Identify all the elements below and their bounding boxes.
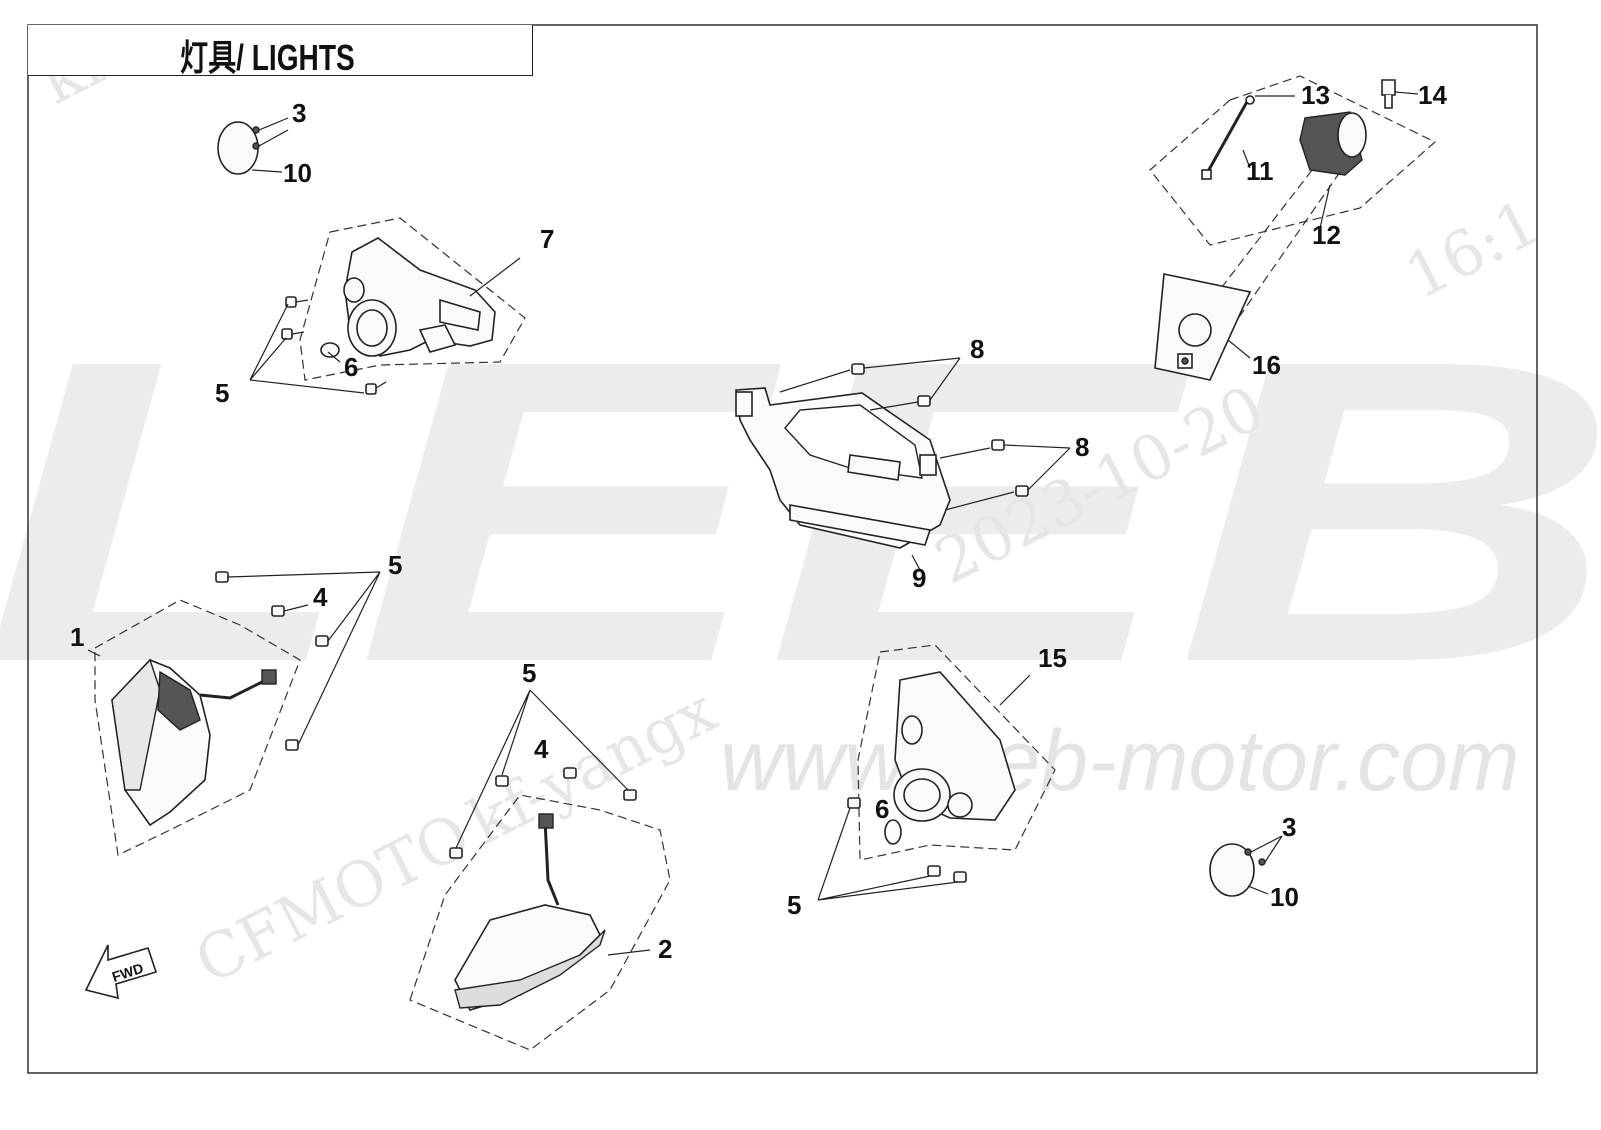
screw	[991, 439, 1005, 451]
callout-labels: 3 10 7 6 5 13 14 11 12 16 8 8 9 5 4 1 5 …	[70, 80, 1447, 964]
watermark-website: www.leeb-motor.com	[720, 713, 1520, 809]
callout-10-top: 10	[283, 158, 312, 188]
title-box: 灯具/ LIGHTS	[28, 25, 533, 78]
screw	[847, 797, 861, 809]
screw	[851, 363, 865, 375]
screw	[285, 739, 299, 751]
screw	[285, 296, 309, 308]
screw	[449, 847, 463, 859]
callout-15: 15	[1038, 643, 1067, 673]
callout-5-turn-left: 5	[388, 550, 402, 580]
screw	[315, 635, 329, 647]
callout-5-turn-right: 5	[522, 658, 536, 688]
forward-direction-arrow: FWD	[84, 944, 158, 1000]
callout-8-top: 8	[970, 334, 984, 364]
bracket-9	[735, 357, 1071, 571]
callout-5-headlight: 5	[215, 378, 229, 408]
screw	[1015, 485, 1029, 497]
fwd-arrow-shape	[84, 944, 158, 1000]
callout-11: 11	[1246, 156, 1274, 186]
reflector-top-left	[217, 117, 289, 175]
callout-14: 14	[1418, 80, 1447, 110]
callout-6-headlight: 6	[344, 352, 358, 382]
screw	[953, 871, 967, 883]
screw	[365, 381, 387, 395]
callout-8-right: 8	[1075, 432, 1089, 462]
watermark-maker: CFMOTO	[184, 799, 482, 999]
callout-5-taillight: 5	[787, 890, 801, 920]
callout-4-turn-right: 4	[534, 734, 549, 764]
diagram-title: 灯具/ LIGHTS	[180, 37, 355, 78]
screw	[623, 789, 637, 801]
screw	[927, 865, 941, 877]
callout-3-bottom: 3	[1282, 812, 1296, 842]
callout-6-taillight: 6	[875, 794, 889, 824]
screw	[215, 571, 229, 583]
headlight-assembly-7	[249, 217, 526, 395]
screw	[281, 328, 305, 340]
turn-light-1	[87, 571, 381, 856]
screw	[917, 395, 931, 407]
callout-12: 12	[1312, 220, 1341, 250]
callout-1: 1	[70, 622, 84, 652]
callout-2: 2	[658, 934, 672, 964]
callout-10-bottom: 10	[1270, 882, 1299, 912]
diagram-frame	[27, 24, 1538, 1074]
callout-9: 9	[912, 563, 926, 593]
screw	[495, 775, 509, 787]
screw	[271, 605, 285, 617]
callout-3-top: 3	[292, 98, 306, 128]
callout-4-turn-left: 4	[313, 582, 328, 612]
screw	[563, 767, 577, 779]
callout-7: 7	[540, 224, 554, 254]
reflector-bottom-right	[1209, 835, 1283, 897]
callout-16: 16	[1252, 350, 1281, 380]
license-light-group	[1149, 75, 1437, 381]
taillight-15	[817, 644, 1056, 901]
callout-13: 13	[1301, 80, 1330, 110]
turn-light-2	[409, 689, 671, 1051]
